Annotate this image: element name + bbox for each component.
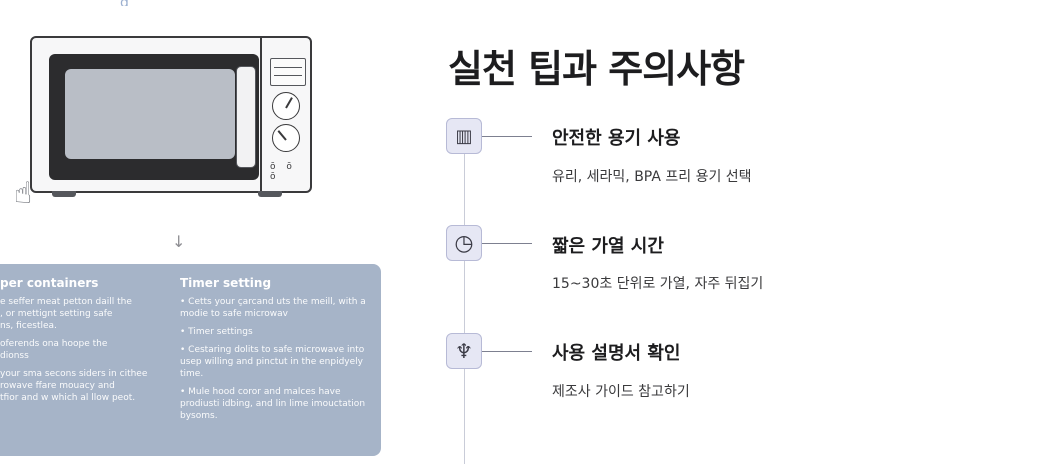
- containers-line: e seffer meat petton daill the , or mett…: [0, 297, 132, 331]
- tip-description: 제조사 가이드 참고하기: [552, 384, 690, 400]
- timer-line: • Cestaring dolits to safe microwave int…: [180, 345, 365, 379]
- microwave-buttons: ō ō ō: [270, 162, 296, 182]
- containers-line: oferends ona hoope the dionss: [0, 339, 108, 361]
- timer-heading: Timer setting: [180, 276, 272, 290]
- microwave-body: ō ō ō: [30, 36, 312, 193]
- tip-title: 안전한 용기 사용: [552, 128, 681, 149]
- tip-description: 15~30초 단위로 가열, 자주 뒤집기: [552, 276, 764, 292]
- down-arrow-icon: ↓: [172, 232, 186, 251]
- tip-title: 사용 설명서 확인: [552, 343, 681, 364]
- manual-icon: ♆: [446, 333, 482, 369]
- timer-line: • Cetts your çarcand uts the meill, with…: [180, 297, 366, 319]
- tip-description: 유리, 세라믹, BPA 프리 용기 선택: [552, 169, 752, 185]
- connector-line: [482, 243, 532, 244]
- container-icon: ▥: [446, 118, 482, 154]
- microwave-display: [270, 58, 306, 86]
- timer-line: • Mule hood coror and malces have prodiu…: [180, 387, 366, 421]
- tip-title: 짧은 가열 시간: [552, 236, 664, 257]
- containers-column: per containers e seffer meat petton dail…: [0, 276, 170, 410]
- hand-pointer-icon: ☝: [14, 176, 33, 211]
- microwave-info-card: per containers e seffer meat petton dail…: [0, 264, 381, 456]
- timeline-line: [464, 118, 465, 464]
- timer-icon: ◷: [446, 225, 482, 261]
- containers-heading: per containers: [0, 276, 99, 290]
- microwave-control-panel: ō ō ō: [260, 38, 314, 191]
- page-title: 실천 팁과 주의사항: [448, 47, 745, 91]
- microwave-handle: [236, 66, 256, 168]
- microwave-glass: [65, 69, 235, 159]
- timer-column: Timer setting • Cetts your çarcand uts t…: [180, 276, 375, 428]
- microwave-foot-left: [52, 191, 76, 197]
- timer-line: • Timer settings: [180, 327, 253, 337]
- microwave-door-window: [49, 54, 259, 180]
- cropped-heading-fragment: g: [120, 0, 240, 6]
- microwave-foot-right: [258, 191, 282, 197]
- connector-line: [482, 136, 532, 137]
- timer-knob-icon: [272, 124, 300, 152]
- containers-line: your sma secons siders in cithee rowave …: [0, 369, 148, 403]
- microwave-illustration: g ō ō ō ☝ ↓ per containers e seffer meat…: [0, 0, 400, 464]
- connector-line: [482, 351, 532, 352]
- power-knob-icon: [272, 92, 300, 120]
